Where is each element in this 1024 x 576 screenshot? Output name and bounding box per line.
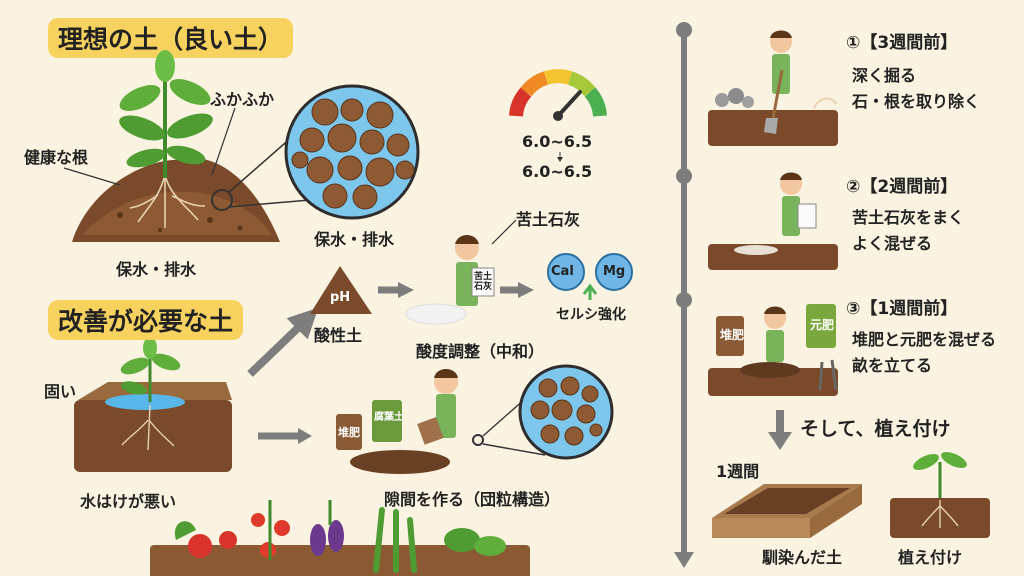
step2-head: ②【2週間前】 (846, 177, 958, 197)
step3-illustration (708, 304, 838, 396)
step3-bag-compost: 堆肥 (720, 328, 745, 342)
healthy-roots-label: 健康な根 (24, 148, 89, 167)
planting-illustration (890, 451, 990, 538)
lime-bag-text: 苦土石灰 (474, 272, 493, 292)
step3-bag-fertilizer: 元肥 (810, 318, 835, 332)
ca-label: Cal (551, 264, 574, 279)
fluffy-pointer (211, 107, 236, 176)
healthy-roots (129, 174, 206, 228)
lime-label: 苦土石灰 (516, 210, 581, 229)
acid-ph-badge: pH (330, 290, 351, 305)
week-label: 1週間 (716, 462, 760, 481)
vegetable-bed (150, 500, 530, 576)
ph-range-bottom: 6.0~6.5 (522, 162, 593, 181)
settled-bed (712, 484, 862, 538)
mg-circle (595, 253, 633, 291)
hard-label: 固い (44, 382, 77, 401)
water-label-soil: 保水・排水 (116, 260, 197, 279)
boost-arrow (582, 283, 598, 300)
ph-range-top: 6.0~6.5 (522, 132, 593, 151)
settled-soil-label: 馴染んだ土 (762, 548, 843, 567)
leafmold-bag-label: 腐葉土 (374, 412, 404, 423)
water-label-zoom: 保水・排水 (314, 230, 395, 249)
gaps-label: 隙間を作る（団粒構造） (384, 490, 561, 509)
step3-head: ③【1週間前】 (846, 299, 958, 319)
zoom-source-circle (211, 189, 233, 211)
timeline-axis (674, 22, 694, 568)
step3-line2: 畝を立てる (852, 356, 933, 375)
step1-line2: 石・根を取り除く (852, 92, 981, 111)
fluffy-label: ふかふか (210, 90, 275, 109)
ph-gauge (509, 69, 607, 162)
ideal-soil-mound (72, 158, 280, 242)
mg-label: Mg (603, 264, 626, 279)
compost-scene (336, 369, 546, 474)
step2-illustration (708, 172, 838, 270)
ideal-soil-title: 理想の土（良い土） (48, 18, 294, 58)
hard-soil-block (74, 337, 232, 472)
improved-aggregate-zoom (518, 364, 614, 460)
then-planting-label: そして、植え付け (800, 418, 951, 440)
ph-adjust-label: 酸度調整（中和） (416, 342, 545, 361)
drainage-label: 水はけが悪い (80, 492, 177, 511)
lime-farmer (405, 219, 517, 325)
compost-bag-label: 堆肥 (338, 426, 360, 439)
flow-arrows (247, 282, 534, 444)
gauge-needle (556, 90, 582, 118)
step1-line1: 深く掘る (852, 66, 917, 85)
step1-head: ①【3週間前】 (846, 33, 958, 53)
step2-line1: 苦土石灰をまく (852, 208, 965, 227)
soil-aggregate-zoom (284, 84, 420, 220)
roots-pointer (63, 167, 121, 186)
boost-label: セルシ強化 (556, 307, 626, 323)
acid-soil-label: 酸性土 (314, 326, 363, 345)
acid-triangle (310, 266, 372, 314)
ca-circle (547, 253, 585, 291)
step2-line2: よく混ぜる (852, 234, 933, 253)
planting-label: 植え付け (898, 548, 963, 567)
step1-illustration (708, 30, 838, 146)
ideal-plant (119, 50, 213, 178)
water-puddle (105, 394, 185, 410)
step3-line1: 堆肥と元肥を混ぜる (852, 330, 997, 349)
improve-soil-title: 改善が必要な土 (48, 300, 244, 340)
then-arrow (768, 410, 792, 450)
